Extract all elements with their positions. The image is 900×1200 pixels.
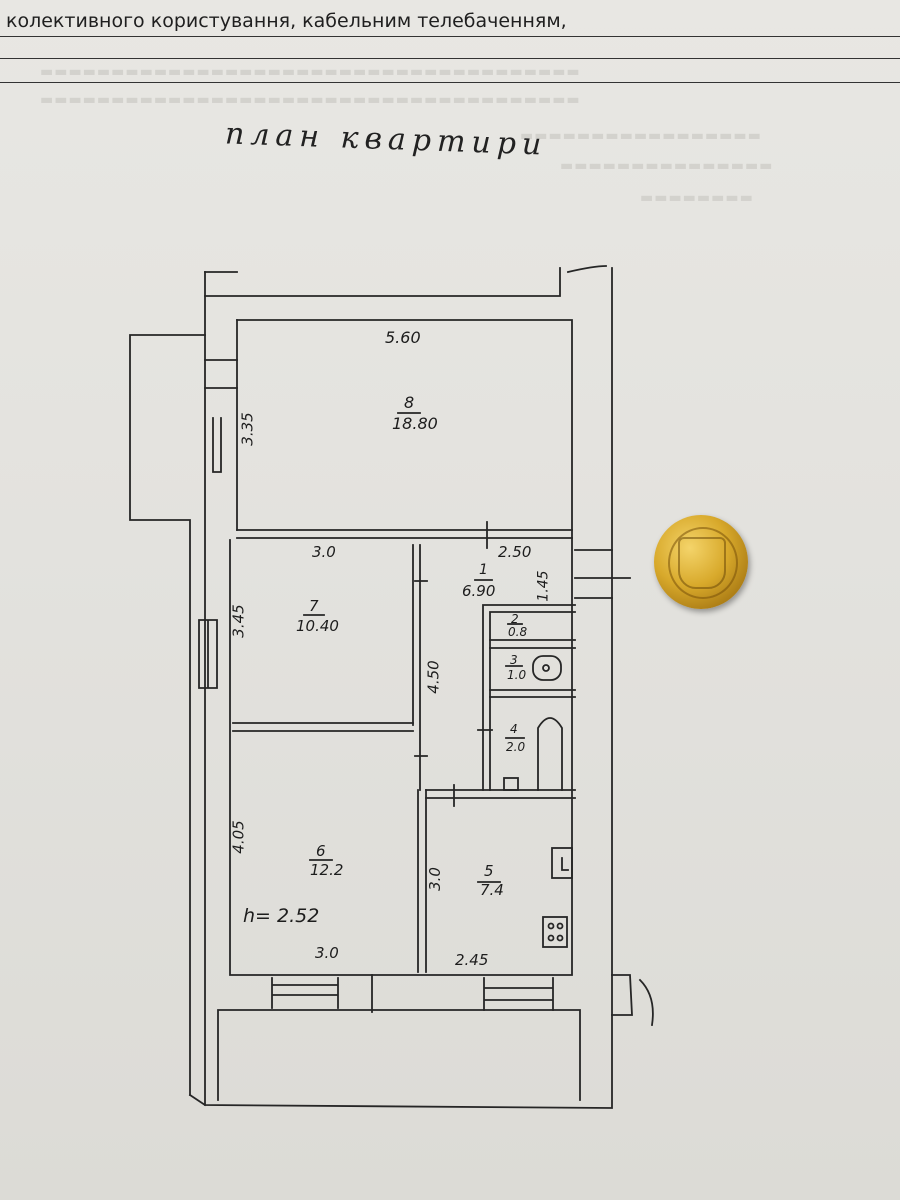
sink-icon bbox=[532, 655, 562, 681]
room-1-extra: 1.45 bbox=[535, 570, 552, 602]
room-1-number: 1 bbox=[479, 562, 488, 578]
toilet-icon bbox=[503, 777, 519, 791]
room-7-number: 7 bbox=[309, 597, 319, 615]
room-6-number: 6 bbox=[316, 842, 326, 860]
stove-burner-icon bbox=[547, 922, 555, 930]
room-1-depth: 4.50 bbox=[424, 660, 443, 694]
room-2-number: 2 bbox=[511, 612, 519, 626]
window-bottom bbox=[271, 977, 339, 1009]
header-text: колективного користування, кабельним тел… bbox=[6, 10, 567, 32]
bathtub-icon bbox=[537, 717, 563, 791]
room-5-number: 5 bbox=[484, 862, 494, 880]
room-5-area: 7.4 bbox=[480, 881, 504, 899]
outer-wall-bottom bbox=[188, 1093, 207, 1107]
room-6-area: 12.2 bbox=[310, 861, 344, 879]
show-through-text: ▬▬▬▬▬▬▬▬▬▬▬▬▬▬▬▬▬▬▬▬▬▬▬▬▬▬▬▬▬▬▬▬▬▬▬▬▬▬ bbox=[40, 64, 581, 80]
show-through-text: ▬▬▬▬▬▬▬▬▬▬▬▬▬▬▬▬▬▬▬▬▬▬▬▬▬▬▬▬▬▬▬▬▬▬▬▬▬▬ bbox=[40, 92, 581, 108]
coin-icon bbox=[654, 515, 748, 609]
header-underline bbox=[0, 36, 900, 37]
wall-2-3 bbox=[489, 639, 576, 649]
outer-wall-right-cap bbox=[566, 265, 607, 274]
sink-kitchen-inner bbox=[561, 857, 569, 871]
stove-icon bbox=[542, 916, 568, 948]
room-4-area: 2.0 bbox=[506, 740, 526, 754]
entrance-mark bbox=[574, 549, 631, 599]
show-through-text: ▬▬▬▬▬▬▬▬ bbox=[640, 190, 754, 206]
room-4-number: 4 bbox=[510, 722, 518, 736]
room-8-area: 18.80 bbox=[392, 414, 438, 433]
room-8-depth: 3.35 bbox=[238, 412, 257, 446]
ceiling-height: h= 2.52 bbox=[243, 905, 320, 927]
wall-3-4 bbox=[489, 689, 576, 698]
coin-rim bbox=[668, 527, 738, 599]
room-3-area: 1.0 bbox=[507, 668, 527, 682]
balcony bbox=[217, 1009, 581, 1101]
wall-7-6 bbox=[232, 722, 414, 732]
stove-burner-icon bbox=[556, 934, 564, 942]
show-through-text: ▬▬▬▬▬▬▬▬▬▬▬▬▬▬▬ bbox=[560, 158, 774, 174]
window-left bbox=[204, 359, 238, 473]
header-rule-2 bbox=[0, 82, 900, 83]
stove-burner-icon bbox=[547, 934, 555, 942]
room-2-area: 0.8 bbox=[508, 625, 528, 639]
inner-wall bbox=[229, 319, 573, 976]
header-rule-1 bbox=[0, 58, 900, 59]
window-bottom bbox=[483, 977, 554, 1011]
wall-6-5 bbox=[417, 789, 427, 973]
wall-7-1 bbox=[412, 544, 421, 791]
wall-8-7 bbox=[236, 529, 573, 539]
door-mark bbox=[371, 729, 493, 1013]
room-8-width: 5.60 bbox=[385, 328, 421, 347]
bathroom-block bbox=[482, 604, 576, 791]
room-1-width: 2.50 bbox=[498, 543, 532, 561]
window-left bbox=[198, 619, 218, 689]
room-1-area: 6.90 bbox=[462, 582, 496, 600]
room-6-depth: 4.05 bbox=[229, 820, 248, 854]
room-8-number: 8 bbox=[404, 393, 415, 412]
show-through-text: ▬▬▬▬▬▬▬▬▬▬▬▬▬▬▬▬▬ bbox=[520, 128, 762, 144]
room-7-depth: 3.45 bbox=[229, 604, 248, 638]
room-5-depth: 3.0 bbox=[425, 867, 444, 891]
drain-icon bbox=[542, 664, 550, 672]
door-mark bbox=[414, 521, 488, 807]
coin-emblem-icon bbox=[678, 537, 726, 589]
room-3-number: 3 bbox=[510, 653, 518, 667]
sink-kitchen-icon bbox=[551, 847, 573, 879]
room-6-width: 3.0 bbox=[315, 944, 339, 962]
room-5-width: 2.45 bbox=[455, 951, 489, 969]
outer-wall-top bbox=[204, 267, 561, 297]
stove-burner-icon bbox=[556, 922, 564, 930]
outer-wall-left-inner bbox=[129, 334, 206, 1096]
wall-1-5 bbox=[425, 789, 576, 799]
room-7-area: 10.40 bbox=[296, 617, 339, 635]
room-7-width: 3.0 bbox=[312, 543, 336, 561]
stair-mark bbox=[611, 974, 654, 1027]
